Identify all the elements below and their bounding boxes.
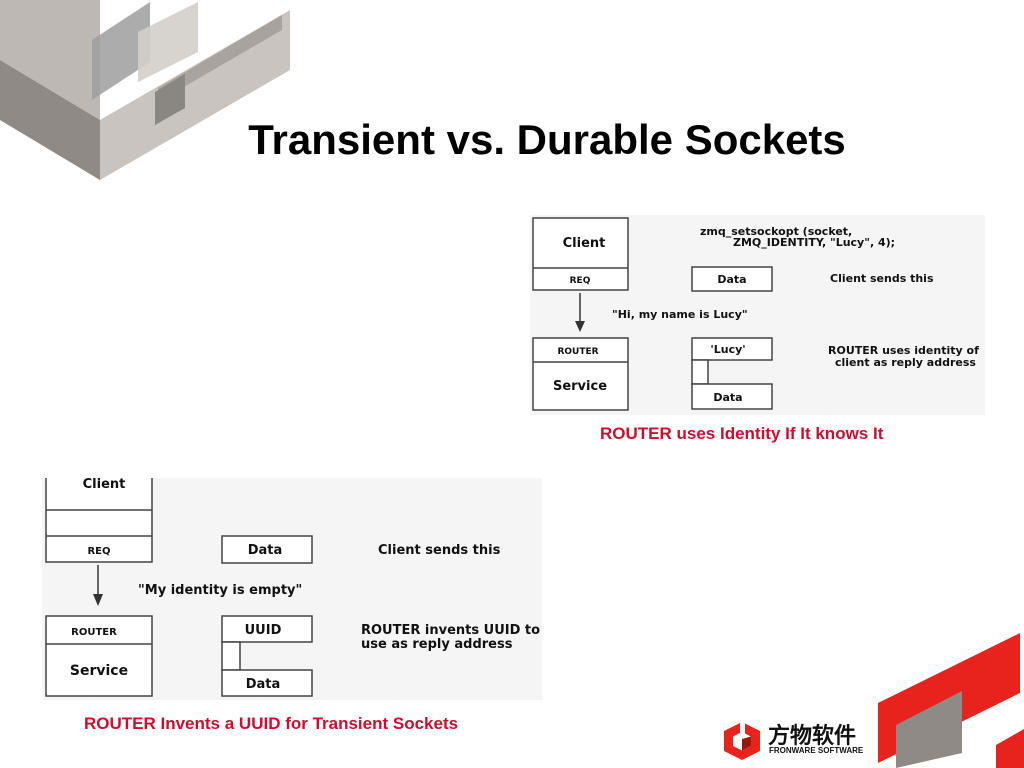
req-label: REQ	[87, 546, 110, 557]
router-note-line-2: client as reply address	[835, 356, 976, 369]
reply-data-label: Data	[246, 677, 281, 692]
router-note-line-1: ROUTER uses identity of	[828, 344, 979, 357]
client-label: Client	[563, 236, 606, 251]
decorative-corner-bottom-right	[878, 633, 1024, 768]
router-service-box: ROUTER Service	[45, 615, 153, 697]
client-label: Client	[83, 478, 126, 492]
reply-frames: UUID Data	[221, 615, 313, 697]
router-label: ROUTER	[557, 347, 598, 357]
data-frame-label: Data	[717, 273, 746, 286]
message-text: "My identity is empty"	[138, 583, 302, 598]
transient-socket-diagram: Client REQ ROUTER Service Data Client se…	[42, 478, 542, 700]
identity-frame-label: UUID	[245, 623, 282, 638]
client-box: Client REQ	[532, 217, 629, 291]
arrow-down	[93, 594, 103, 606]
caption-transient: ROUTER Invents a UUID for Transient Sock…	[84, 714, 459, 733]
client-sends-label: Client sends this	[830, 272, 934, 285]
code-line-1: zmq_setsockopt (socket,	[700, 225, 852, 238]
identity-frame-label: 'Lucy'	[710, 343, 745, 356]
logo-name-en: FRONWARE SOFTWARE	[769, 746, 864, 755]
service-label: Service	[553, 379, 607, 394]
logo-name-cn: 方物软件	[768, 724, 857, 749]
router-label: ROUTER	[71, 627, 117, 638]
data-frame: Data	[691, 266, 773, 292]
decorative-corner-top-left	[0, 0, 290, 180]
data-frame-label: Data	[248, 543, 283, 558]
router-note-line-1: ROUTER invents UUID to	[361, 623, 540, 638]
router-note-line-2: use as reply address	[361, 637, 513, 652]
router-service-box: ROUTER Service	[532, 337, 629, 411]
message-text: "Hi, my name is Lucy"	[612, 308, 748, 321]
arrow-down	[575, 321, 585, 332]
service-label: Service	[70, 663, 128, 679]
logo-mark-icon	[724, 720, 760, 760]
slide-title: Transient vs. Durable Sockets	[248, 116, 846, 163]
reply-frames: 'Lucy' Data	[691, 337, 773, 410]
caption-durable: ROUTER uses Identity If It knows It	[600, 424, 884, 443]
req-label: REQ	[570, 276, 591, 286]
code-line-2: ZMQ_IDENTITY, "Lucy", 4);	[733, 236, 895, 249]
client-sends-label: Client sends this	[378, 543, 501, 558]
reply-data-label: Data	[713, 391, 742, 404]
client-box: Client REQ	[45, 478, 153, 563]
data-frame: Data	[221, 535, 313, 564]
durable-socket-diagram: Client REQ ROUTER Service zmq_setsockopt…	[530, 215, 985, 415]
